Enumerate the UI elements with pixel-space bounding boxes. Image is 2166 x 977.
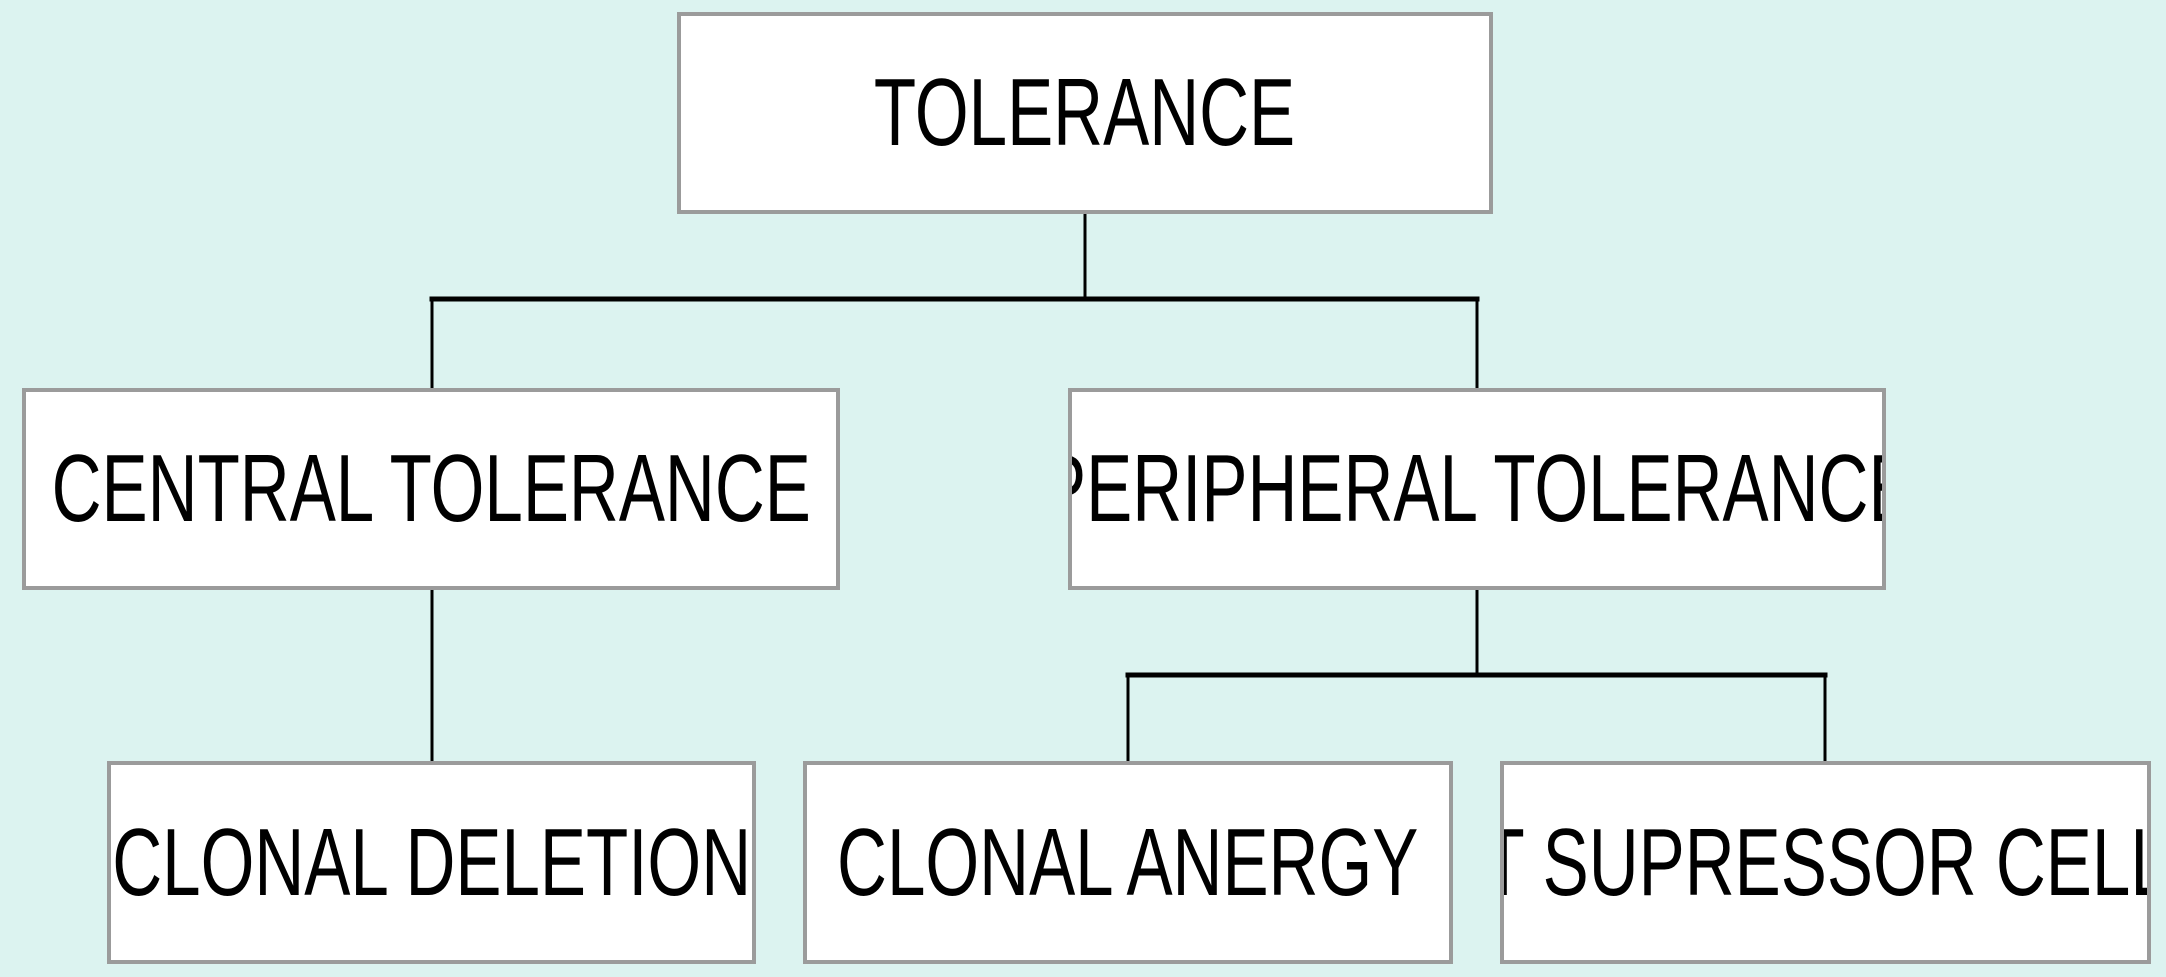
node-clonal-deletion: CLONAL DELETION: [107, 761, 756, 964]
node-t-supressor-cell: T SUPRESSOR CELL: [1500, 761, 2151, 964]
node-clonal-deletion-label: CLONAL DELETION: [112, 808, 751, 916]
node-clonal-anergy: CLONAL ANERGY: [803, 761, 1453, 964]
node-t-supressor-cell-label: T SUPRESSOR CELL: [1500, 808, 2151, 916]
node-tolerance-label: TOLERANCE: [874, 59, 1296, 166]
node-peripheral-tolerance-label: PERIPHERAL TOLERANCE: [1068, 435, 1886, 542]
node-central-tolerance-label: CENTRAL TOLERANCE: [51, 435, 811, 542]
node-tolerance: TOLERANCE: [677, 12, 1493, 214]
node-central-tolerance: CENTRAL TOLERANCE: [22, 388, 840, 590]
node-clonal-anergy-label: CLONAL ANERGY: [837, 808, 1419, 916]
node-peripheral-tolerance: PERIPHERAL TOLERANCE: [1068, 388, 1886, 590]
